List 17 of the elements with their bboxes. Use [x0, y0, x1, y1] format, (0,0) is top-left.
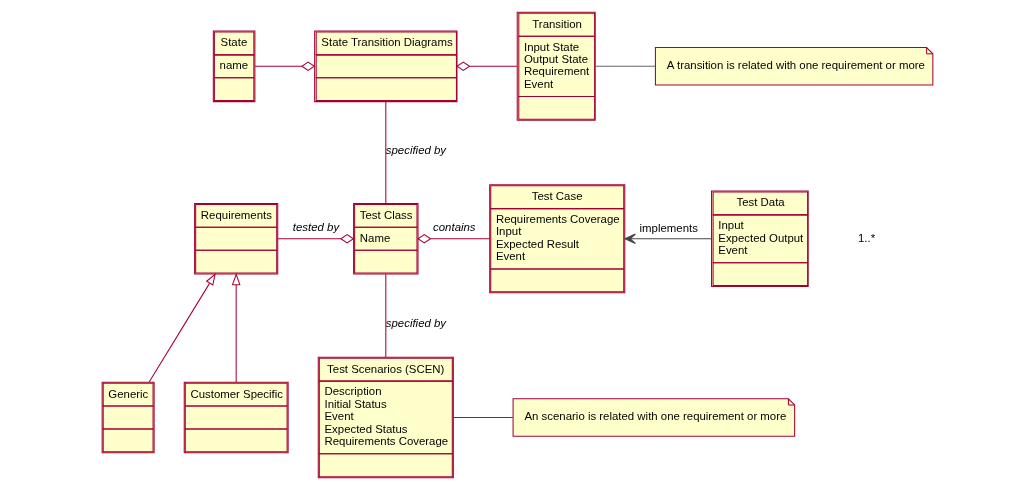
- arrow: [231, 272, 241, 383]
- connector: [385, 273, 387, 358]
- edge-label: tested by: [292, 221, 340, 234]
- connector: [594, 65, 656, 67]
- connector: [417, 234, 491, 244]
- edge-label: specified by: [385, 144, 447, 157]
- connector: [452, 416, 514, 418]
- connector: [385, 101, 387, 204]
- edge-label: contains: [433, 221, 476, 234]
- arrow: [624, 233, 712, 244]
- arrow: [148, 272, 216, 383]
- edge-label: implements: [639, 222, 698, 235]
- label: 1..*: [858, 231, 876, 244]
- edge-label: specified by: [385, 316, 447, 329]
- connector: [254, 61, 316, 72]
- connector: [456, 61, 518, 72]
- connector: [277, 234, 355, 244]
